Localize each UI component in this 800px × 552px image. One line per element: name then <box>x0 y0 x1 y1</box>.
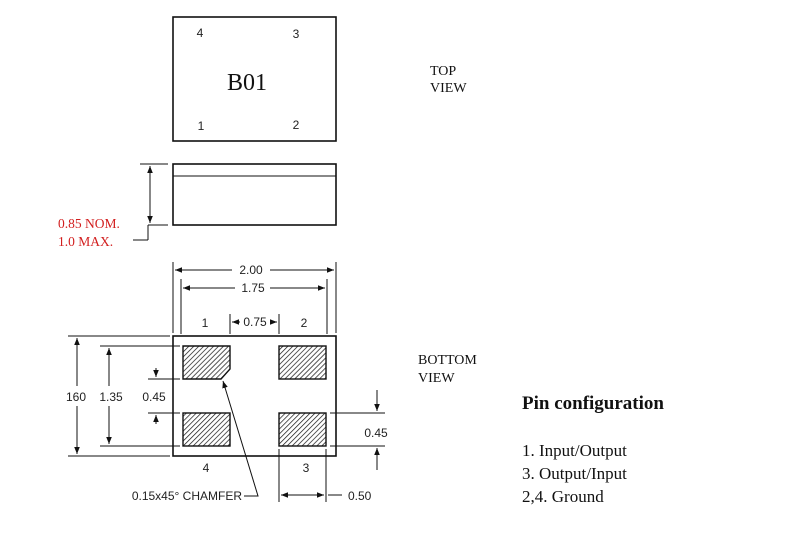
pin-config-item-3: 3. Output/Input <box>522 464 627 483</box>
pin-config-title: Pin configuration <box>522 393 664 414</box>
dim-pad-height-right: 0.45 <box>364 426 388 440</box>
top-view-label-line1: TOP <box>430 64 456 79</box>
pad-2 <box>278 345 327 380</box>
top-view-label-line2: VIEW <box>430 81 467 96</box>
pad-1-chamfered <box>182 345 231 380</box>
bottom-pin-1-label: 1 <box>202 316 209 330</box>
chamfer-note: 0.15x45° CHAMFER <box>132 489 243 503</box>
dim-pad-gap: 0.75 <box>243 315 267 329</box>
bottom-pin-4-label: 4 <box>203 461 210 475</box>
pad-4 <box>182 412 231 447</box>
dim-pad-width: 0.50 <box>348 489 372 503</box>
pin-config-item-1: 1. Input/Output <box>522 441 627 460</box>
dim-height-overall: 160 <box>66 390 86 404</box>
dim-pad-height-left: 0.45 <box>142 390 166 404</box>
pin-config-item-ground: 2,4. Ground <box>522 487 604 506</box>
bottom-view: 1 2 4 3 2.00 1.75 0.75 160 1.35 <box>66 262 477 503</box>
chamfer-leader <box>222 380 259 497</box>
bottom-view-label-line1: BOTTOM <box>418 353 477 368</box>
dim-height-pad-span: 1.35 <box>99 390 123 404</box>
bottom-pin-2-label: 2 <box>301 316 308 330</box>
top-pin-1-label: 1 <box>198 119 205 133</box>
bottom-view-label-line2: VIEW <box>418 371 455 386</box>
top-view: 4 3 1 2 B01 TOP VIEW <box>172 16 467 142</box>
top-pin-4-label: 4 <box>197 26 204 40</box>
top-pin-3-label: 3 <box>293 27 300 41</box>
bottom-pin-3-label: 3 <box>303 461 310 475</box>
top-pin-2-label: 2 <box>293 118 300 132</box>
top-view-body <box>172 16 337 142</box>
device-marking: B01 <box>227 70 267 96</box>
dim-width-pad-span: 1.75 <box>241 281 265 295</box>
height-note-max: 1.0 MAX. <box>58 234 113 249</box>
pin-configuration: Pin configuration 1. Input/Output 3. Out… <box>522 393 782 508</box>
height-note-nominal: 0.85 NOM. <box>58 216 120 231</box>
pad-3 <box>278 412 327 447</box>
side-view: 0.85 NOM. 1.0 MAX. <box>58 163 337 249</box>
dim-width-overall: 2.00 <box>239 263 263 277</box>
side-view-body <box>172 163 337 226</box>
